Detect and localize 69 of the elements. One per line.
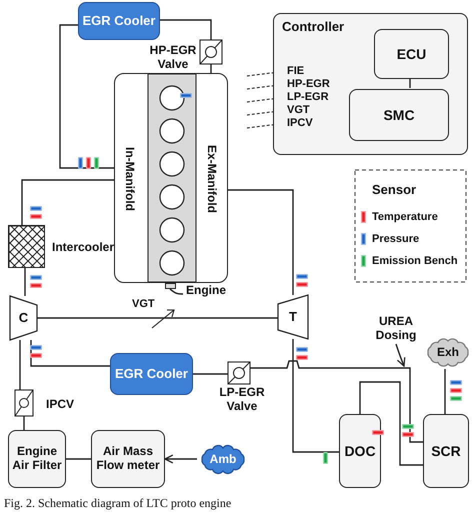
pipe-line: [21, 179, 114, 225]
pipe-line: [170, 288, 183, 295]
component-label: T: [289, 310, 297, 324]
component-label: DOC: [344, 442, 376, 460]
component-label: EGR Cooler: [115, 366, 188, 382]
legend-label: Emission Bench: [372, 255, 458, 268]
component-label: LP-EGR Valve: [218, 386, 266, 414]
dosing-text: UREA Dosing: [374, 315, 418, 343]
component-box: [91, 430, 165, 488]
component-box: [374, 29, 449, 79]
pipe-line: [193, 373, 228, 375]
figure-caption: Fig. 2. Schematic diagram of LTC proto engine: [4, 497, 232, 511]
signal-label: VGT: [287, 104, 310, 117]
component-box: [8, 430, 66, 488]
signal-label: HP-EGR: [287, 78, 330, 91]
arrow: [395, 344, 406, 367]
component-label: HP-EGR Valve: [148, 44, 198, 72]
pipe-line: [444, 369, 446, 414]
signal-label: FIE: [287, 65, 304, 78]
component-label: C: [18, 310, 28, 326]
pipe-line: [228, 189, 294, 295]
component-box: [423, 414, 469, 488]
legend-title: Sensor: [372, 183, 416, 198]
component-label: Amb: [210, 452, 236, 466]
signal-label: IPCV: [287, 117, 313, 130]
pipe-line: [23, 416, 25, 430]
cooler-box: [110, 353, 193, 395]
manifold-label: Ex-Manifold: [204, 145, 218, 213]
engine-block: [114, 73, 228, 283]
component-label: Air Mass Flow meter: [95, 445, 161, 473]
pipe-line: [37, 317, 278, 319]
component-label: ECU: [396, 46, 426, 62]
component-box: [339, 414, 381, 488]
pipe-line: [359, 381, 423, 466]
pipe-line: [292, 339, 339, 453]
component-label: SCR: [431, 442, 461, 460]
pipe-line: [66, 458, 91, 460]
pipe-line: [160, 19, 212, 40]
component-label: Controller: [282, 20, 344, 35]
valve-symbol: [228, 362, 250, 384]
turbo-label: VGT: [132, 298, 155, 311]
component-label: IPCV: [44, 398, 75, 412]
pipe-line: [19, 340, 21, 390]
compressor-symbol: [10, 296, 37, 340]
cooler-box: [78, 2, 160, 40]
component-label: Engine Air Filter: [11, 445, 63, 473]
engine-outlet-stub: [165, 283, 176, 289]
component-box: [349, 89, 449, 141]
component-label: Intercooler: [50, 241, 115, 255]
signal-label: LP-EGR: [287, 91, 329, 104]
dosing-text: Engine: [186, 284, 226, 298]
arrow: [164, 454, 197, 464]
pipe-line: [30, 340, 110, 367]
pipe-line: [250, 360, 423, 443]
component-label: SMC: [383, 106, 415, 124]
controller-panel: [273, 13, 468, 155]
intercooler-symbol: [8, 225, 45, 268]
turbine-symbol: [278, 295, 308, 339]
manifold-label: In-Manifold: [122, 147, 136, 211]
component-label: Exh: [436, 346, 459, 360]
pipe-line: [210, 64, 212, 73]
valve-symbol: [200, 40, 222, 64]
pipe-line: [59, 24, 114, 169]
valve-symbol: [15, 390, 33, 416]
legend-label: Temperature: [372, 211, 438, 224]
component-label: EGR Cooler: [82, 14, 156, 28]
pipe-line: [24, 268, 26, 296]
pipe-line: [409, 78, 411, 88]
legend-label: Pressure: [372, 233, 420, 246]
